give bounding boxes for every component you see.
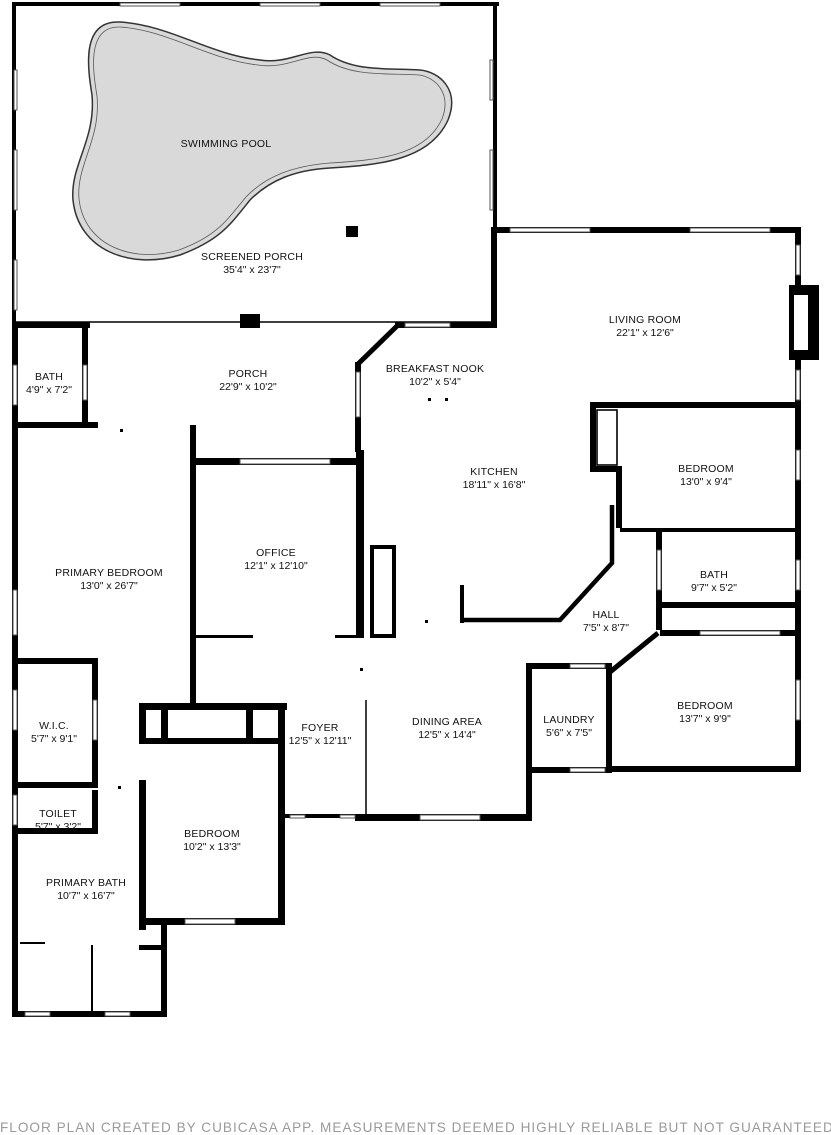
room-dimensions: 13'0" x 26'7" (80, 580, 138, 592)
room-name: FOYER (301, 722, 339, 734)
room-name: SCREENED PORCH (201, 251, 303, 263)
room-dimensions: 22'1" x 12'6" (616, 327, 674, 339)
room-wic: W.I.C. 5'7" x 9'1" (31, 720, 77, 746)
room-name: BEDROOM (184, 828, 240, 840)
room-dimensions: 22'9" x 10'2" (219, 381, 277, 393)
room-porch: PORCH 22'9" x 10'2" (219, 368, 277, 394)
room-bath-hall: BATH 9'7" x 5'2" (691, 569, 737, 595)
screened-porch-walls (12, 2, 499, 323)
room-bedroom-ne: BEDROOM 13'0" x 9'4" (678, 463, 734, 489)
room-dimensions: 5'7" x 3'2" (35, 821, 81, 833)
room-swimming-pool: SWIMMING POOL (181, 138, 272, 151)
room-name: DINING AREA (412, 716, 482, 728)
room-dimensions: 7'5" x 8'7" (583, 622, 629, 634)
column (240, 314, 260, 328)
room-dimensions: 10'7" x 16'7" (57, 890, 115, 902)
room-name: KITCHEN (470, 466, 518, 478)
room-name: BREAKFAST NOOK (385, 363, 485, 375)
room-dimensions: 9'7" x 5'2" (691, 582, 737, 594)
room-foyer: FOYER 12'5" x 12'11" (289, 722, 352, 748)
room-name: SWIMMING POOL (180, 138, 272, 150)
room-name: BATH (699, 569, 729, 581)
room-bath-small: BATH 4'9" x 7'2" (26, 371, 72, 397)
room-name: PRIMARY BATH (45, 877, 127, 889)
room-dimensions: 12'5" x 14'4" (418, 729, 476, 741)
room-name: LIVING ROOM (608, 314, 682, 326)
room-dimensions: 10'2" x 5'4" (409, 376, 461, 388)
house-walls (12, 227, 819, 1017)
room-dimensions: 18'11" x 16'8" (462, 479, 526, 491)
room-primary-bedroom: PRIMARY BEDROOM 13'0" x 26'7" (55, 567, 163, 593)
room-bedroom-s: BEDROOM 10'2" x 13'3" (183, 828, 241, 854)
room-bedroom-se: BEDROOM 13'7" x 9'9" (677, 700, 733, 726)
room-hall: HALL 7'5" x 8'7" (583, 609, 629, 635)
room-name: LAUNDRY (543, 714, 595, 726)
room-primary-bath: PRIMARY BATH 10'7" x 16'7" (46, 877, 126, 903)
room-breakfast-nook: BREAKFAST NOOK 10'2" x 5'4" (386, 363, 484, 389)
room-dimensions: 10'2" x 13'3" (183, 841, 241, 853)
room-office: OFFICE 12'1" x 12'10" (244, 547, 307, 573)
room-name: OFFICE (256, 547, 296, 559)
disclaimer-footer: FLOOR PLAN CREATED BY CUBICASA APP. MEAS… (0, 1120, 831, 1135)
room-name: PRIMARY BEDROOM (55, 567, 163, 579)
door-markers (118, 398, 723, 789)
room-dining-area: DINING AREA 12'5" x 14'4" (412, 716, 482, 742)
room-name: W.I.C. (39, 720, 69, 732)
room-dimensions: 13'0" x 9'4" (680, 476, 732, 488)
room-name: BEDROOM (677, 700, 733, 712)
room-name: BATH (34, 371, 64, 383)
room-dimensions: 13'7" x 9'9" (679, 713, 731, 725)
swimming-pool-shape (72, 21, 453, 261)
room-dimensions: 12'5" x 12'11" (288, 735, 352, 747)
room-laundry: LAUNDRY 5'6" x 7'5" (543, 714, 594, 740)
room-dimensions: 5'7" x 9'1" (31, 733, 77, 745)
room-screened-porch: SCREENED PORCH 35'4" x 23'7" (201, 251, 303, 277)
room-name: BEDROOM (678, 463, 734, 475)
room-name: TOILET (39, 808, 77, 820)
room-kitchen: KITCHEN 18'11" x 16'8" (463, 466, 526, 492)
room-name: HALL (592, 609, 620, 621)
room-dimensions: 12'1" x 12'10" (244, 560, 308, 572)
room-dimensions: 5'6" x 7'5" (546, 727, 592, 739)
room-toilet: TOILET 5'7" x 3'2" (35, 808, 81, 834)
room-dimensions: 4'9" x 7'2" (26, 384, 72, 396)
room-name: PORCH (228, 368, 268, 380)
room-living-room: LIVING ROOM 22'1" x 12'6" (609, 314, 681, 340)
room-dimensions: 35'4" x 23'7" (223, 264, 281, 276)
pool-equipment (346, 226, 358, 237)
